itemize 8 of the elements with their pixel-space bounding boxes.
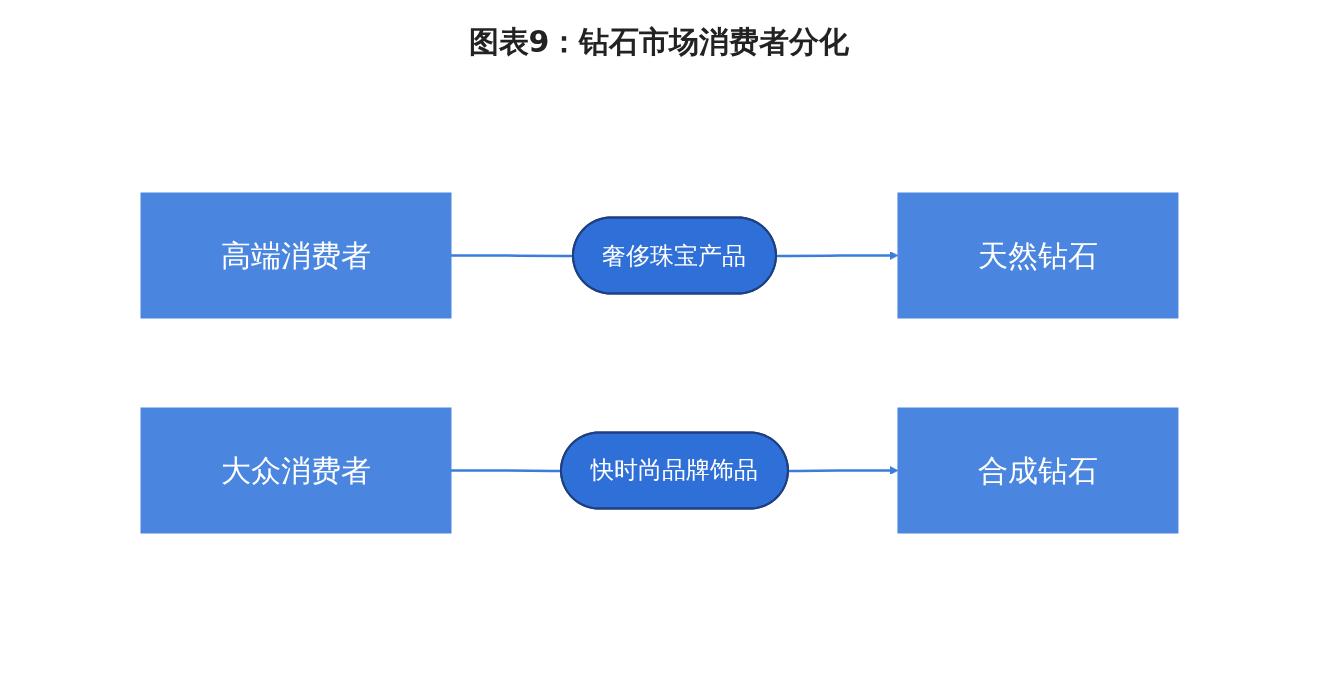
arrow	[775, 251, 898, 260]
node-box: 合成钻石	[896, 407, 1178, 534]
arrow	[787, 466, 898, 475]
connector	[450, 254, 573, 258]
node-box: 天然钻石	[896, 192, 1178, 319]
node-box: 大众消费者	[140, 407, 451, 534]
node-box: 高端消费者	[140, 192, 451, 319]
diagram-title: 图表9：钻石市场消费者分化	[467, 23, 851, 61]
